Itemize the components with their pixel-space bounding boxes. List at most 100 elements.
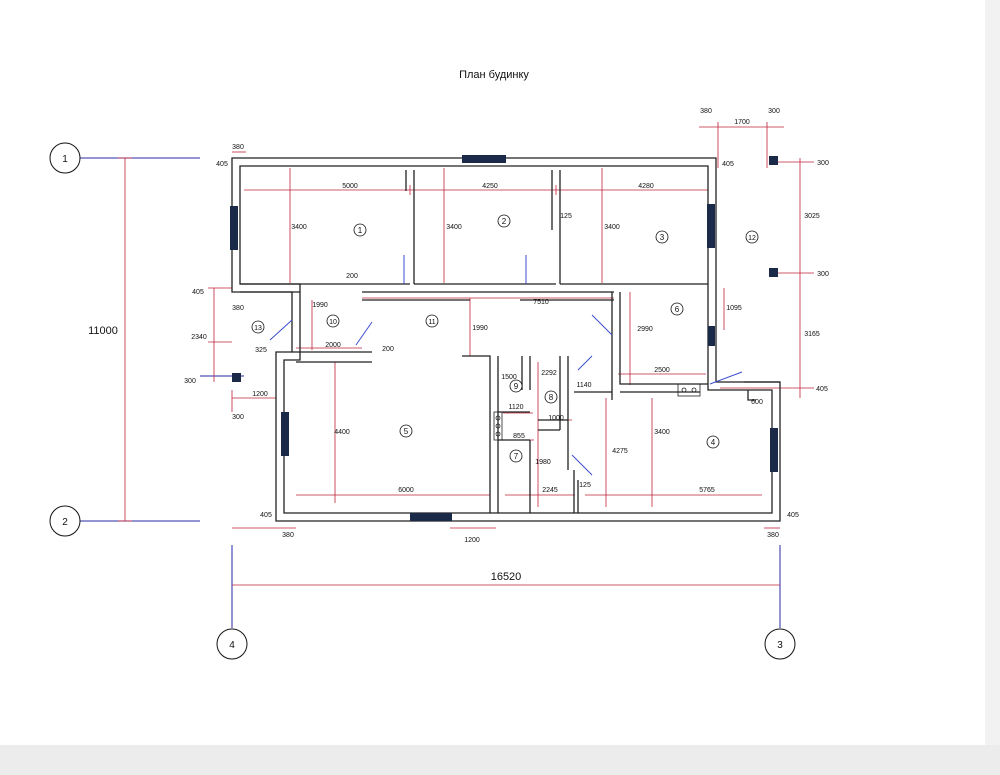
svg-text:300: 300 — [184, 378, 196, 385]
axis-label-2: 2 — [62, 517, 68, 528]
svg-text:3400: 3400 — [654, 429, 670, 436]
svg-text:300: 300 — [817, 160, 829, 167]
axis-marker-3 — [764, 628, 796, 660]
room-8: 8 — [549, 393, 554, 402]
svg-text:2500: 2500 — [654, 367, 670, 374]
svg-text:1140: 1140 — [576, 382, 591, 389]
room-7: 7 — [514, 452, 519, 461]
room-labels: 1 2 3 4 5 6 7 8 9 10 11 12 13 — [254, 217, 756, 461]
page-edge — [985, 0, 1000, 745]
svg-text:3400: 3400 — [291, 224, 307, 231]
svg-text:300: 300 — [768, 108, 780, 115]
window-top-icon — [462, 155, 506, 163]
svg-text:200: 200 — [346, 273, 358, 280]
svg-text:3025: 3025 — [804, 213, 820, 220]
window-room4-icon — [770, 428, 778, 472]
svg-text:7510: 7510 — [533, 299, 549, 306]
svg-text:4400: 4400 — [334, 429, 350, 436]
svg-text:5765: 5765 — [699, 487, 715, 494]
room-9: 9 — [514, 382, 519, 391]
svg-text:380: 380 — [700, 108, 712, 115]
svg-text:325: 325 — [255, 347, 267, 354]
windows — [230, 155, 778, 521]
svg-text:1700: 1700 — [734, 119, 750, 126]
svg-text:1200: 1200 — [252, 391, 268, 398]
column-icon — [769, 268, 778, 277]
svg-text:4250: 4250 — [482, 183, 498, 190]
room-11: 11 — [428, 319, 435, 326]
svg-text:3400: 3400 — [604, 224, 620, 231]
svg-text:200: 200 — [382, 346, 394, 353]
axis-marker-2 — [49, 505, 81, 537]
svg-text:600: 600 — [751, 399, 763, 406]
svg-text:405: 405 — [816, 386, 828, 393]
walls — [231, 157, 781, 522]
svg-text:1990: 1990 — [312, 302, 328, 309]
viewer-bottom-band — [0, 745, 1000, 775]
axis-lines — [80, 157, 781, 628]
svg-text:4280: 4280 — [638, 183, 654, 190]
svg-text:1095: 1095 — [726, 305, 742, 312]
svg-text:1980: 1980 — [535, 459, 551, 466]
svg-text:1120: 1120 — [508, 404, 523, 411]
svg-text:6000: 6000 — [398, 487, 414, 494]
svg-text:125: 125 — [560, 213, 572, 220]
room-10: 10 — [329, 319, 337, 326]
svg-text:1200: 1200 — [464, 537, 480, 544]
svg-text:2292: 2292 — [541, 370, 557, 377]
svg-text:405: 405 — [260, 512, 272, 519]
svg-text:125: 125 — [579, 482, 591, 489]
svg-text:2990: 2990 — [637, 326, 653, 333]
axis-markers — [49, 142, 796, 660]
plan-title: План будинку — [459, 69, 529, 81]
room-2: 2 — [502, 217, 507, 226]
svg-text:3165: 3165 — [804, 331, 820, 338]
room-12: 12 — [748, 235, 756, 242]
svg-text:3400: 3400 — [446, 224, 462, 231]
axis-label-3: 3 — [777, 640, 783, 651]
svg-text:4275: 4275 — [612, 448, 628, 455]
window-room6-icon — [708, 326, 715, 346]
room-markers — [251, 214, 759, 463]
window-right-icon — [707, 204, 715, 248]
svg-text:2000: 2000 — [325, 342, 341, 349]
svg-text:2245: 2245 — [542, 487, 558, 494]
window-bottom-icon — [410, 513, 452, 521]
column-icon — [769, 156, 778, 165]
svg-text:300: 300 — [232, 414, 244, 421]
room-1: 1 — [358, 226, 363, 235]
svg-text:1500: 1500 — [501, 374, 517, 381]
axis-label-4: 4 — [229, 640, 235, 651]
svg-text:405: 405 — [722, 161, 734, 168]
axis-label-1: 1 — [62, 154, 68, 165]
dimension-labels: 380 405 380 1700 300 405 300 3025 300 31… — [184, 108, 829, 544]
svg-text:380: 380 — [232, 305, 244, 312]
svg-text:1000: 1000 — [548, 415, 564, 422]
fixtures — [493, 383, 701, 441]
drawing-sheet — [0, 0, 985, 745]
overall-width: 16520 — [491, 571, 522, 583]
svg-text:855: 855 — [513, 433, 525, 440]
axis-marker-4 — [216, 628, 248, 660]
svg-text:1990: 1990 — [472, 325, 488, 332]
axis-marker-1 — [49, 142, 81, 174]
room-6: 6 — [675, 305, 680, 314]
svg-text:405: 405 — [192, 289, 204, 296]
svg-text:380: 380 — [282, 532, 294, 539]
column-icon — [232, 373, 241, 382]
svg-text:380: 380 — [767, 532, 779, 539]
window-room5-icon — [281, 412, 289, 456]
svg-text:405: 405 — [216, 161, 228, 168]
room-3: 3 — [660, 233, 665, 242]
doors — [269, 255, 743, 476]
room-13: 13 — [254, 325, 262, 332]
window-left-icon — [230, 206, 238, 250]
svg-text:5000: 5000 — [342, 183, 358, 190]
svg-text:380: 380 — [232, 144, 244, 151]
room-4: 4 — [711, 438, 716, 447]
room-5: 5 — [404, 427, 409, 436]
svg-text:300: 300 — [817, 271, 829, 278]
svg-text:2340: 2340 — [191, 334, 207, 341]
svg-text:405: 405 — [787, 512, 799, 519]
